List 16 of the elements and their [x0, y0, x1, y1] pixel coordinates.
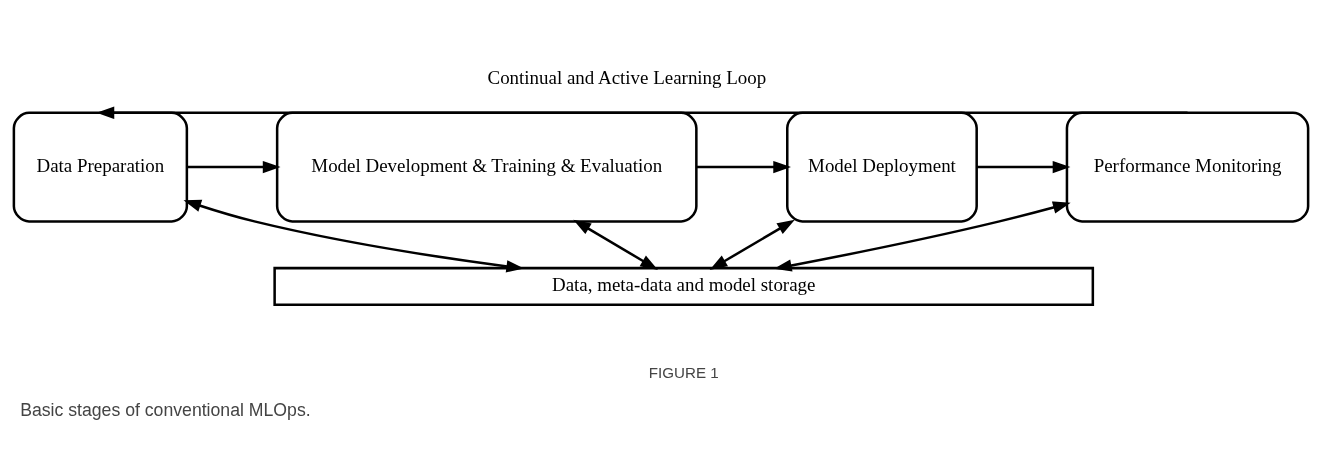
node-box: Model Deployment	[786, 111, 978, 223]
node-box: Data Preparation	[12, 111, 189, 223]
arrow	[696, 160, 791, 173]
arrow	[773, 201, 1071, 272]
caption: Basic stages of conventional MLOps.	[20, 399, 311, 420]
arrow	[709, 219, 795, 270]
node-box: Model Development & Training & Evaluation	[275, 111, 698, 223]
arrow	[976, 160, 1071, 173]
arrow	[183, 199, 525, 272]
label: FIGURE 1	[648, 363, 719, 381]
arrow	[573, 219, 658, 270]
node-box: Data, meta-data and model storage	[273, 266, 1095, 306]
arrow	[187, 160, 281, 173]
edge-label: Continual and Active Learning Loop	[487, 66, 767, 88]
arrow	[96, 106, 1188, 119]
node-box: Performance Monitoring	[1065, 111, 1310, 223]
